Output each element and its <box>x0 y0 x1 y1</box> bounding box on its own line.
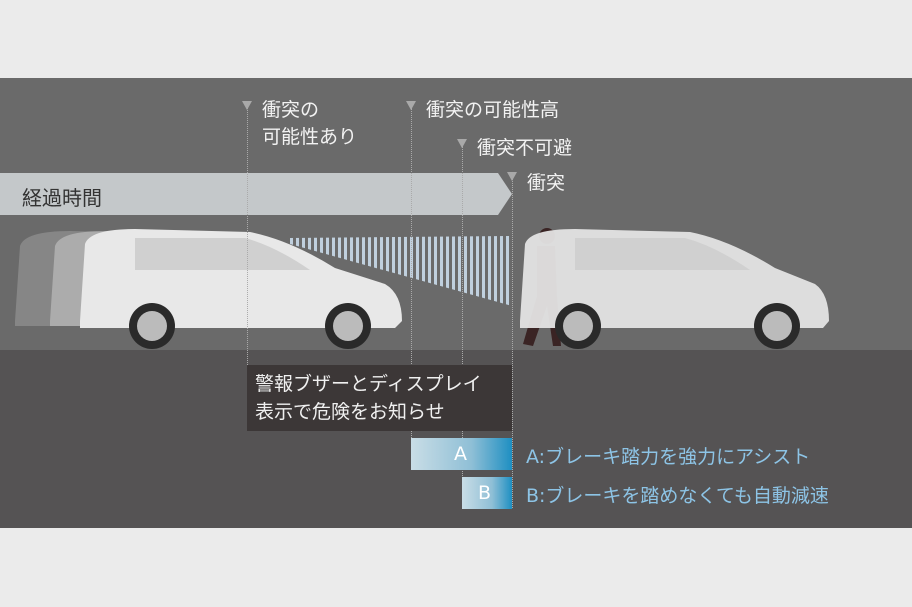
warning-box: 警報ブザーとディスプレイ表示で危険をお知らせ <box>247 365 512 431</box>
marker-triangle-icon <box>406 101 416 110</box>
marker-line <box>247 108 248 365</box>
marker-line <box>512 178 513 508</box>
marker-possible-collision: 衝突の可能性あり <box>262 97 357 151</box>
marker-triangle-icon <box>507 172 517 181</box>
brake-a-bar: A <box>411 438 512 470</box>
brake-a-badge: A <box>454 443 467 465</box>
marker-high-possibility: 衝突の可能性高 <box>426 99 560 121</box>
elapsed-time-label: 経過時間 <box>22 186 102 210</box>
elapsed-time-arrow <box>0 173 512 215</box>
stopped-vehicle <box>520 229 829 349</box>
approaching-vehicle <box>15 229 402 349</box>
brake-a-description: A:ブレーキ踏力を強力にアシスト <box>526 446 811 468</box>
marker-unavoidable: 衝突不可避 <box>477 137 573 159</box>
brake-b-bar: B <box>462 477 512 509</box>
brake-b-description: B:ブレーキを踏めなくても自動減速 <box>526 485 829 507</box>
brake-b-badge: B <box>478 482 492 504</box>
marker-line <box>411 108 412 438</box>
warning-line: 警報ブザーとディスプレイ <box>255 373 482 395</box>
marker-collision: 衝突 <box>527 172 566 194</box>
marker-triangle-icon <box>242 101 252 110</box>
warning-line: 表示で危険をお知らせ <box>255 401 445 423</box>
marker-label-line: 衝突の <box>262 99 320 121</box>
marker-label-line: 可能性あり <box>262 126 358 148</box>
marker-triangle-icon <box>457 139 467 148</box>
radar-beam <box>290 236 512 306</box>
marker-line <box>462 146 463 506</box>
